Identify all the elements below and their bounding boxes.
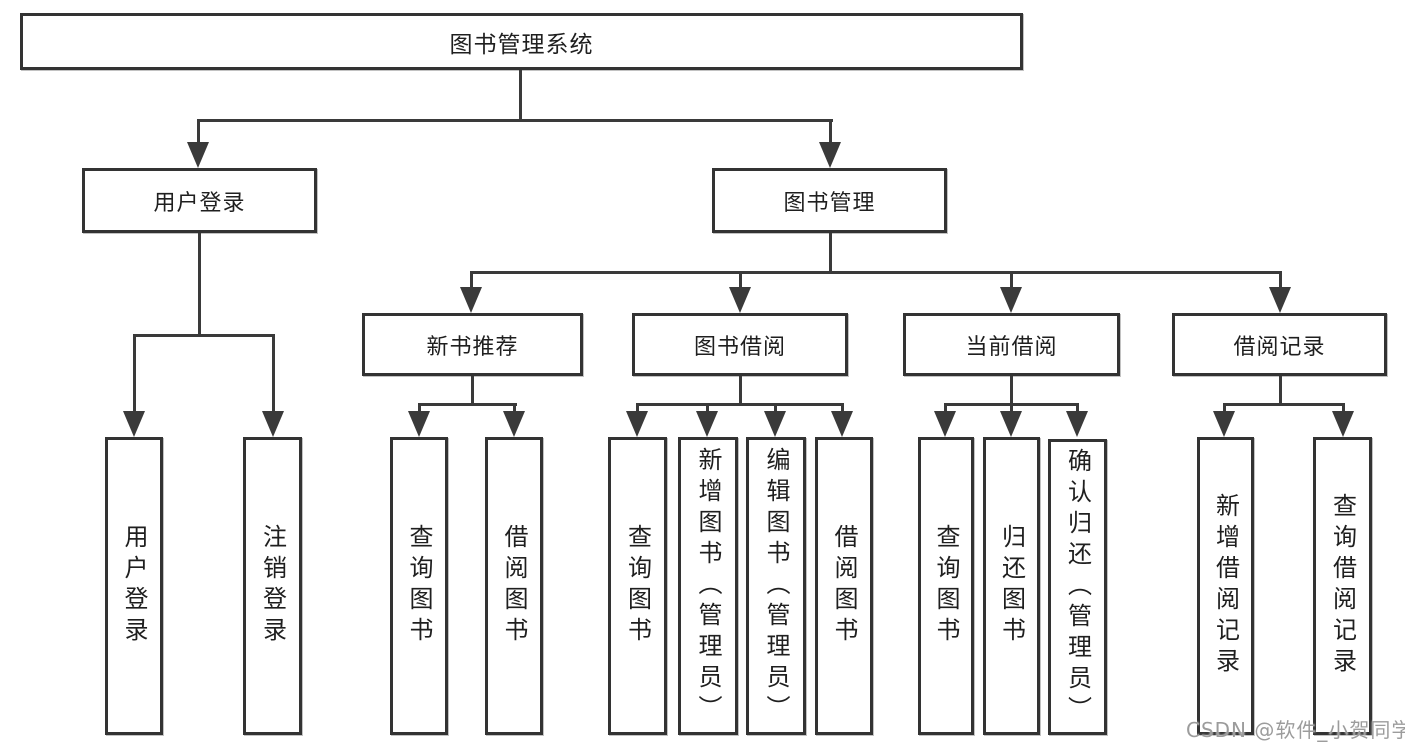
connector-line <box>739 376 742 406</box>
connector-line <box>133 334 275 337</box>
leaf-query-borrow-record: 查询借阅记录 <box>1313 437 1372 735</box>
node-current-borrow-label: 当前借阅 <box>965 334 1058 360</box>
leaf-query-book-1-label: 查询图书 <box>405 524 433 648</box>
leaf-borrow-book-2-label: 借阅图书 <box>830 524 858 648</box>
connector-line <box>1010 271 1013 291</box>
arrow-down-icon <box>696 411 718 437</box>
connector-line <box>470 271 1282 274</box>
connector-line <box>513 403 516 415</box>
connector-line <box>197 119 833 122</box>
connector-line <box>829 119 832 146</box>
arrow-down-icon <box>1213 411 1235 437</box>
connector-line <box>841 403 844 415</box>
connector-line <box>1223 403 1226 415</box>
leaf-query-book-2-label: 查询图书 <box>623 524 652 648</box>
csdn-watermark: CSDN @软件_小贺同学 <box>1186 718 1405 742</box>
connector-line <box>197 119 200 146</box>
arrow-down-icon <box>1269 287 1291 313</box>
node-new-book-recommend-label: 新书推荐 <box>426 334 519 360</box>
leaf-return-book: 归还图书 <box>983 437 1040 735</box>
connector-line <box>1342 403 1345 415</box>
leaf-logout-label: 注销登录 <box>258 524 287 648</box>
leaf-edit-book-admin: 编辑图书（管理员） <box>746 437 806 735</box>
connector-line <box>706 403 709 415</box>
arrow-down-icon <box>187 142 209 168</box>
connector-line <box>418 403 517 406</box>
node-book-management: 图书管理 <box>712 168 947 233</box>
connector-line <box>198 233 201 337</box>
arrow-down-icon <box>764 411 786 437</box>
connector-line <box>133 334 136 414</box>
connector-line <box>471 376 474 406</box>
leaf-user-login-label: 用户登录 <box>120 524 148 648</box>
arrow-down-icon <box>1000 411 1022 437</box>
connector-line <box>1076 403 1079 415</box>
leaf-logout: 注销登录 <box>243 437 302 735</box>
leaf-query-book-3-label: 查询图书 <box>932 524 960 648</box>
node-book-management-label: 图书管理 <box>783 190 876 216</box>
leaf-add-book-admin-label: 新增图书（管理员） <box>694 446 722 726</box>
node-borrow-record-label: 借阅记录 <box>1233 334 1326 360</box>
connector-line <box>1279 271 1282 291</box>
arrow-down-icon <box>819 142 841 168</box>
leaf-borrow-book-1: 借阅图书 <box>485 437 543 735</box>
leaf-query-book-3: 查询图书 <box>918 437 974 735</box>
arrow-down-icon <box>1332 411 1354 437</box>
leaf-borrow-book-1-label: 借阅图书 <box>500 524 528 648</box>
leaf-user-login: 用户登录 <box>105 437 163 735</box>
connector-line <box>774 403 777 415</box>
leaf-query-borrow-record-label: 查询借阅记录 <box>1328 493 1357 679</box>
arrow-down-icon <box>408 411 430 437</box>
leaf-add-borrow-record: 新增借阅记录 <box>1197 437 1254 735</box>
connector-line <box>1010 376 1013 406</box>
arrow-down-icon <box>934 411 956 437</box>
connector-line <box>470 271 473 291</box>
leaf-confirm-return-admin-label: 确认归还（管理员） <box>1063 447 1092 727</box>
arrow-down-icon <box>1066 411 1088 437</box>
leaf-add-borrow-record-label: 新增借阅记录 <box>1211 493 1240 679</box>
leaf-return-book-label: 归还图书 <box>997 524 1026 648</box>
node-root-system: 图书管理系统 <box>20 13 1023 70</box>
node-new-book-recommend: 新书推荐 <box>362 313 583 376</box>
node-root-label: 图书管理系统 <box>449 31 594 58</box>
connector-line <box>519 70 522 122</box>
node-borrow-record: 借阅记录 <box>1172 313 1387 376</box>
leaf-query-book-2: 查询图书 <box>608 437 667 735</box>
arrow-down-icon <box>503 411 525 437</box>
connector-line <box>739 271 742 291</box>
node-book-borrow: 图书借阅 <box>632 313 848 376</box>
node-book-borrow-label: 图书借阅 <box>693 334 786 360</box>
node-user-login-label: 用户登录 <box>153 190 246 216</box>
leaf-confirm-return-admin: 确认归还（管理员） <box>1048 439 1107 735</box>
connector-line <box>1279 376 1282 406</box>
leaf-add-book-admin: 新增图书（管理员） <box>678 437 738 735</box>
connector-line <box>944 403 947 415</box>
node-user-login: 用户登录 <box>82 168 317 233</box>
arrow-down-icon <box>626 411 648 437</box>
leaf-query-book-1: 查询图书 <box>390 437 448 735</box>
connector-line <box>418 403 421 415</box>
arrow-down-icon <box>729 287 751 313</box>
arrow-down-icon <box>123 411 145 437</box>
arrow-down-icon <box>460 287 482 313</box>
node-current-borrow: 当前借阅 <box>903 313 1120 376</box>
connector-line <box>272 334 275 414</box>
leaf-borrow-book-2: 借阅图书 <box>815 437 873 735</box>
connector-line <box>636 403 639 415</box>
connector-line <box>1223 403 1345 406</box>
arrow-down-icon <box>1000 287 1022 313</box>
leaf-edit-book-admin-label: 编辑图书（管理员） <box>762 446 790 726</box>
arrow-down-icon <box>831 411 853 437</box>
arrow-down-icon <box>262 411 284 437</box>
connector-line <box>636 403 844 406</box>
connector-line <box>1010 403 1013 415</box>
connector-line <box>829 233 832 274</box>
